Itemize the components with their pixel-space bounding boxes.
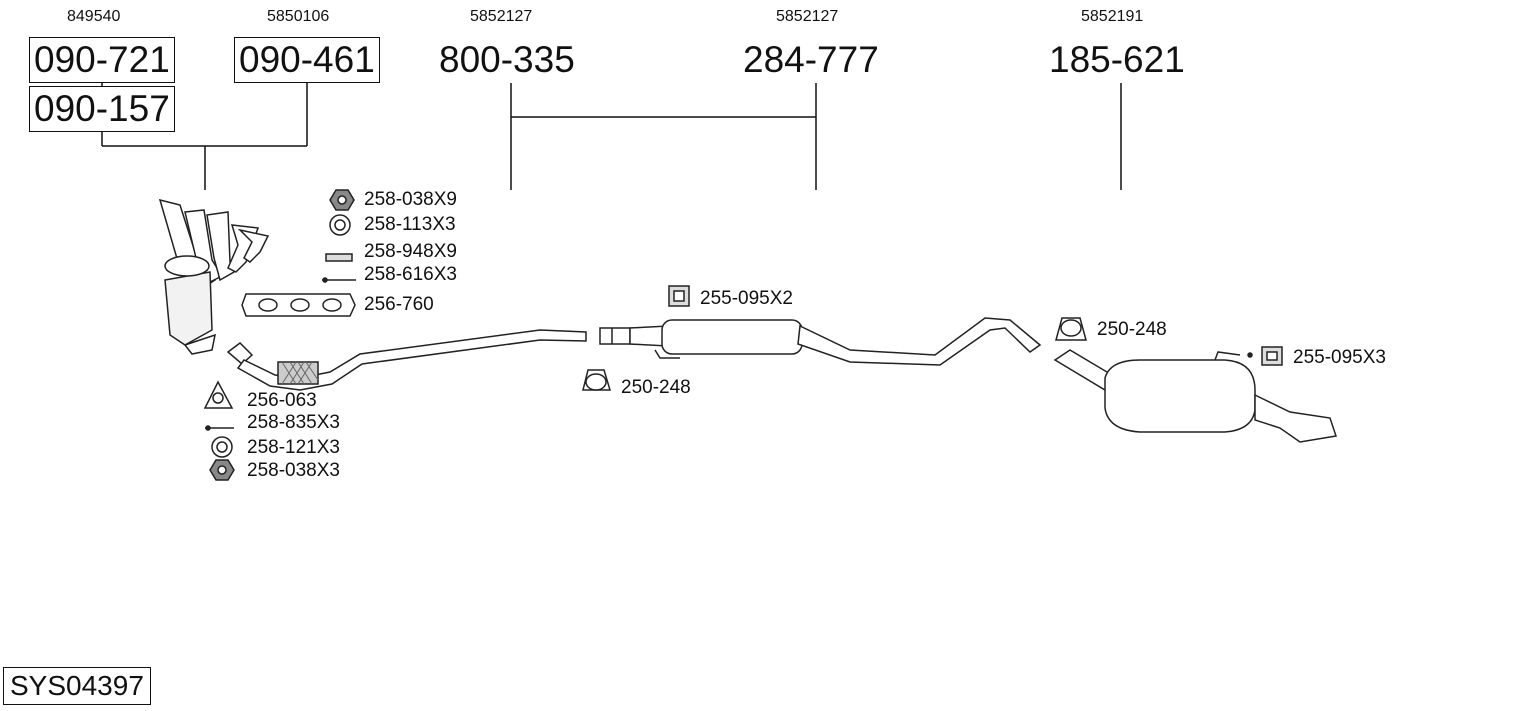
fitting-label[interactable]: 255-095X3 — [1293, 347, 1386, 368]
part-number-box[interactable]: 090-157 — [29, 86, 175, 132]
fitting-icons-lower — [203, 380, 235, 481]
part-number-box[interactable]: 090-461 — [234, 37, 380, 83]
front-pipe — [226, 329, 587, 391]
part-number[interactable]: 284-777 — [743, 39, 879, 80]
fitting-label[interactable]: 255-095X2 — [700, 288, 793, 309]
fitting-label[interactable]: 258-113X3 — [364, 214, 456, 235]
fitting-label[interactable]: 258-835X3 — [247, 412, 340, 433]
fitting-label[interactable]: 258-948X9 — [364, 241, 457, 262]
fitting-label[interactable]: 258-038X9 — [364, 189, 457, 210]
fitting-icons-upper — [241, 189, 356, 317]
rear-silencer — [1053, 317, 1337, 443]
oem-number: 849540 — [67, 8, 121, 25]
oem-number: 5852191 — [1081, 8, 1144, 25]
fitting-label[interactable]: 258-616X3 — [364, 264, 457, 285]
fitting-label[interactable]: 258-038X3 — [247, 460, 340, 481]
fitting-label[interactable]: 256-063 — [247, 390, 317, 411]
middle-silencer — [582, 285, 1042, 391]
fitting-label[interactable]: 258-121X3 — [247, 437, 340, 458]
fitting-label[interactable]: 250-248 — [1097, 319, 1167, 340]
oem-number: 5852127 — [776, 8, 839, 25]
oem-number: 5850106 — [267, 8, 330, 25]
fitting-label[interactable]: 250-248 — [621, 377, 691, 398]
part-number-box[interactable]: 090-721 — [29, 37, 175, 83]
system-code: SYS04397 — [3, 667, 151, 705]
oem-number: 5852127 — [470, 8, 533, 25]
manifold-catalyst — [158, 198, 270, 355]
fitting-label[interactable]: 256-760 — [364, 294, 434, 315]
leader-lines — [101, 80, 1122, 190]
part-number[interactable]: 185-621 — [1049, 39, 1185, 80]
part-number[interactable]: 800-335 — [439, 39, 575, 80]
